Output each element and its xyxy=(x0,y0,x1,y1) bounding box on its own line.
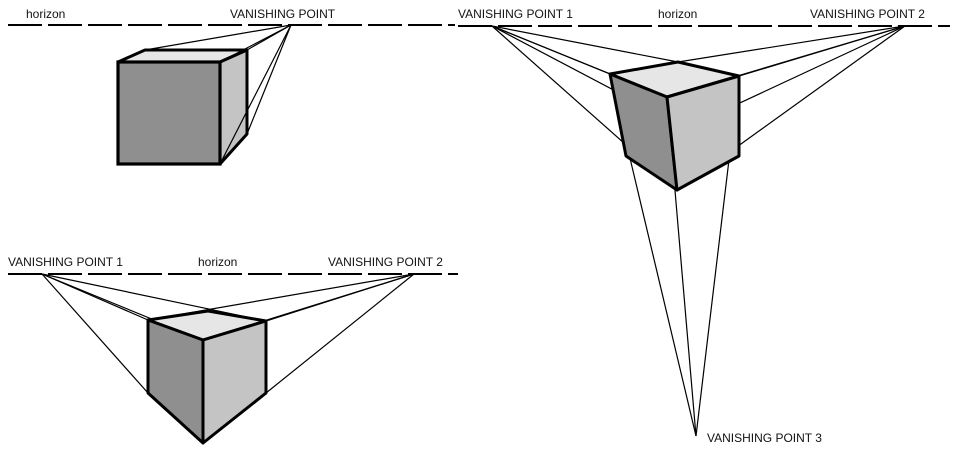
one-point-cube-side-face xyxy=(218,48,249,166)
one-point-convergence-line xyxy=(219,24,292,165)
three-point-convergence-line xyxy=(677,25,906,63)
one-point-perspective: horizon VANISHING POINT xyxy=(8,7,455,166)
two-point-vanishing-point-1-label: VANISHING POINT 1 xyxy=(8,255,123,269)
one-point-convergence-line xyxy=(219,24,292,63)
two-point-convergence-line xyxy=(265,273,415,394)
two-point-cube-right-face xyxy=(201,319,268,445)
three-point-perspective: VANISHING POINT 1 horizon VANISHING POIN… xyxy=(458,7,950,445)
two-point-cube-left-face xyxy=(146,318,205,445)
two-point-convergence-line xyxy=(41,273,149,394)
two-point-perspective: VANISHING POINT 1 horizon VANISHING POIN… xyxy=(8,255,458,445)
one-point-convergence-line xyxy=(144,24,292,51)
two-point-vanishing-point-2-label: VANISHING POINT 2 xyxy=(328,255,443,269)
three-point-vanishing-point-1-label: VANISHING POINT 1 xyxy=(458,7,573,21)
one-point-vanishing-point-label: VANISHING POINT xyxy=(230,7,336,21)
three-point-convergence-line xyxy=(491,25,679,63)
three-point-cube-right-face xyxy=(665,74,741,192)
two-point-horizon-label: horizon xyxy=(198,255,237,269)
one-point-cube-front-face xyxy=(116,60,222,166)
three-point-vanishing-point-2-label: VANISHING POINT 2 xyxy=(810,7,925,21)
one-point-horizon-label: horizon xyxy=(26,7,65,21)
three-point-vanishing-point-3-label: VANISHING POINT 3 xyxy=(707,431,822,445)
one-point-convergence-line xyxy=(246,24,292,135)
three-point-horizon-label: horizon xyxy=(658,7,697,21)
